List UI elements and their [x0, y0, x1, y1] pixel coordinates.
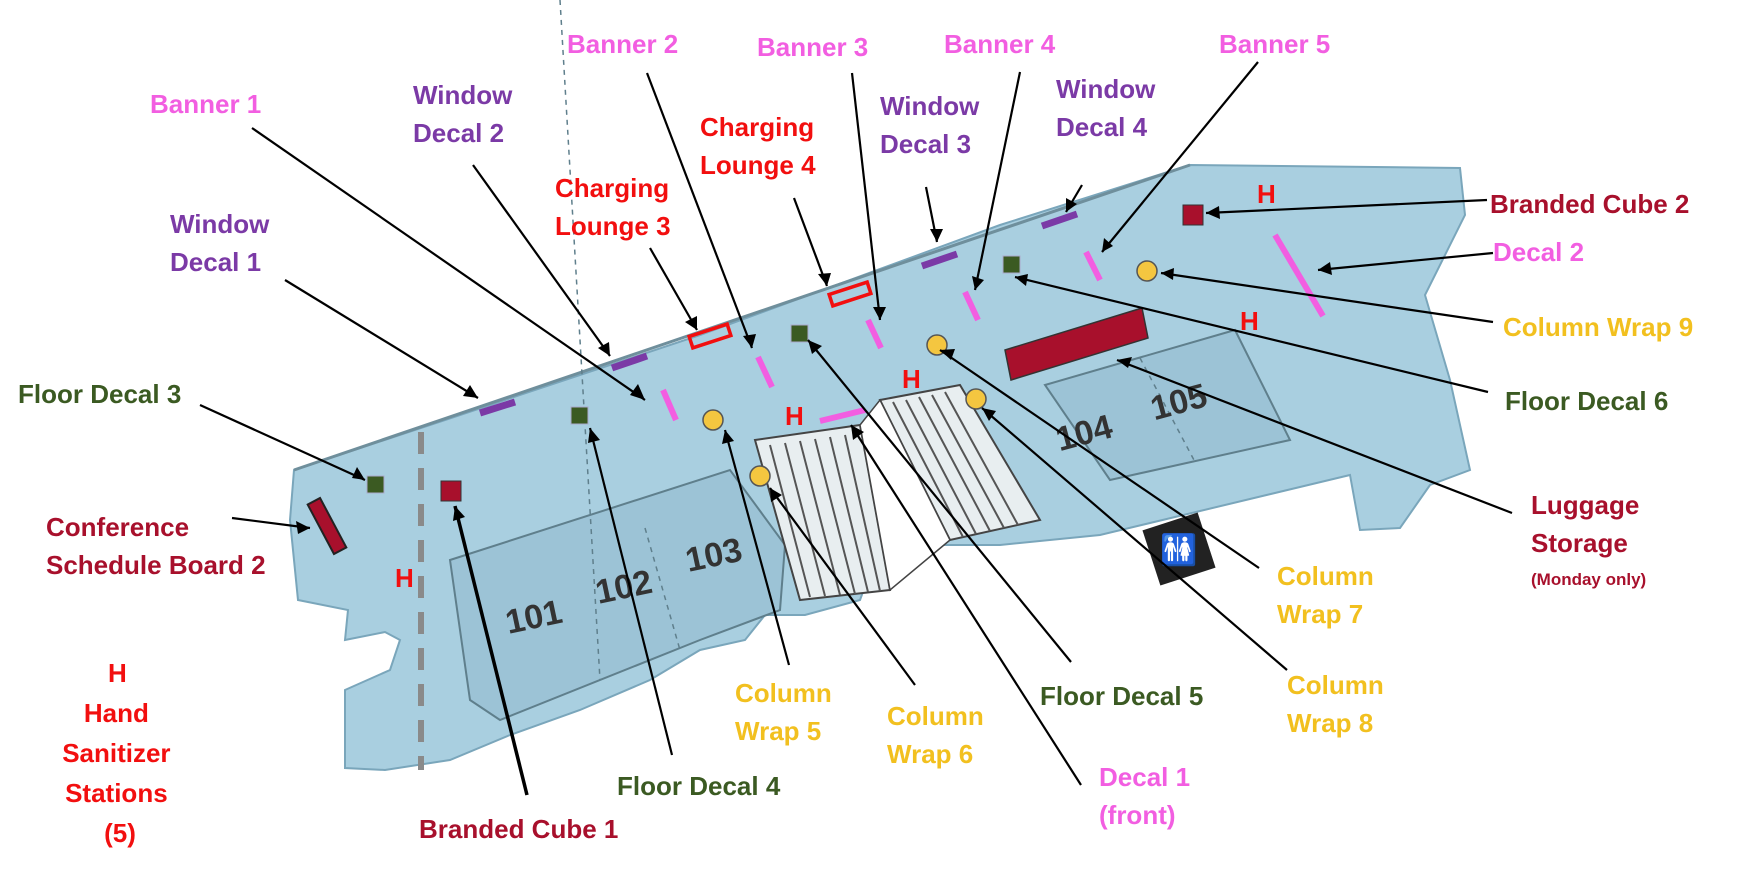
room-divider: [644, 527, 681, 651]
label-luggage-storage: Luggage Storage: [1531, 490, 1647, 558]
wall-edge: [293, 163, 1191, 472]
label-floor-decal-5: Floor Decal 5: [1040, 681, 1203, 711]
label-column-wrap-6: Column Wrap 6: [887, 701, 991, 769]
label-column-wrap-9: Column Wrap 9: [1503, 312, 1693, 342]
label-window-decal-2: Window Decal 2: [413, 80, 520, 148]
atrium-void: [859, 398, 951, 592]
floor-decal-3-marker: [366, 475, 385, 494]
branded-cube-1-marker: [440, 480, 462, 502]
label-banner-1: Banner 1: [150, 89, 261, 119]
luggage-storage-marker: [1004, 307, 1149, 381]
banner-2-marker: [755, 355, 775, 389]
label-column-wrap-5: Column Wrap 5: [735, 678, 839, 746]
escalator-left-lines: [769, 434, 881, 598]
window-decal-1-marker: [478, 398, 517, 417]
restroom-icon: [1142, 512, 1216, 586]
column-wrap-5-marker: [702, 409, 724, 431]
label-window-decal-1: Window Decal 1: [170, 209, 277, 277]
sanitizer-h-marker: H: [395, 563, 414, 593]
floor-decal-4-marker: [570, 406, 589, 425]
label-window-decal-3: Window Decal 3: [880, 91, 987, 159]
label-luggage-note: (Monday only): [1531, 570, 1646, 589]
label-banner-3: Banner 3: [757, 32, 868, 62]
legend-description: Hand Sanitizer Stations (5): [62, 698, 178, 848]
label-charging-lounge-3: Charging Lounge 3: [555, 173, 676, 241]
restroom-symbol: 🚻: [1160, 532, 1197, 568]
label-floor-decal-3: Floor Decal 3: [18, 379, 181, 409]
label-column-wrap-8: Column Wrap 8: [1287, 670, 1391, 738]
labels: Banner 1 Banner 2 Banner 3 Banner 4 Bann…: [18, 29, 1693, 848]
legend-h: H: [108, 658, 127, 688]
column-wrap-8-marker: [965, 388, 987, 410]
sanitizer-h-marker: H: [1257, 179, 1276, 209]
room-divider: [559, 0, 601, 681]
label-floor-decal-6: Floor Decal 6: [1505, 386, 1668, 416]
conference-board-2-marker: [306, 496, 348, 556]
banner-1-marker: [660, 388, 679, 422]
markers: H H H H H: [306, 179, 1326, 593]
column-wrap-6-marker: [749, 465, 771, 487]
window-decal-4-marker: [1040, 210, 1079, 230]
label-conference-board-2: Conference Schedule Board 2: [46, 512, 266, 580]
label-floor-decal-4: Floor Decal 4: [617, 771, 781, 801]
label-column-wrap-7: Column Wrap 7: [1277, 561, 1381, 629]
label-banner-2: Banner 2: [567, 29, 678, 59]
banner-5-marker: [1083, 250, 1103, 282]
sanitizer-h-marker: H: [902, 364, 921, 394]
window-decal-3-marker: [920, 250, 959, 270]
label-charging-lounge-4: Charging Lounge 4: [700, 112, 821, 180]
sanitizer-h-marker: H: [785, 401, 804, 431]
decal-2-marker: [1272, 233, 1326, 318]
charging-lounge-3-marker: [686, 321, 734, 351]
floor-decal-6-marker: [1002, 255, 1021, 274]
label-branded-cube-1: Branded Cube 1: [419, 814, 618, 844]
charging-lounge-4-marker: [826, 279, 874, 309]
label-banner-5: Banner 5: [1219, 29, 1330, 59]
column-wrap-9-marker: [1136, 260, 1158, 282]
leader-lines: [199, 61, 1513, 796]
arrowheads: [296, 198, 1332, 534]
label-branded-cube-2: Branded Cube 2: [1490, 189, 1689, 219]
room-block-104-105: [1043, 328, 1292, 482]
banner-4-marker: [962, 290, 981, 322]
label-banner-4: Banner 4: [944, 29, 1056, 59]
floor-decal-5-marker: [790, 324, 809, 343]
window-decal-2-marker: [610, 352, 649, 372]
label-decal-2: Decal 2: [1493, 237, 1584, 267]
label-decal-1: Decal 1 (front): [1099, 762, 1197, 830]
legend: H Hand Sanitizer Stations (5): [62, 658, 178, 848]
branded-cube-2-marker: [1182, 204, 1204, 226]
banner-3-marker: [865, 318, 884, 350]
decal-1-marker: [819, 407, 866, 424]
sanitizer-h-marker: H: [1240, 306, 1259, 336]
label-window-decal-4: Window Decal 4: [1056, 74, 1163, 142]
